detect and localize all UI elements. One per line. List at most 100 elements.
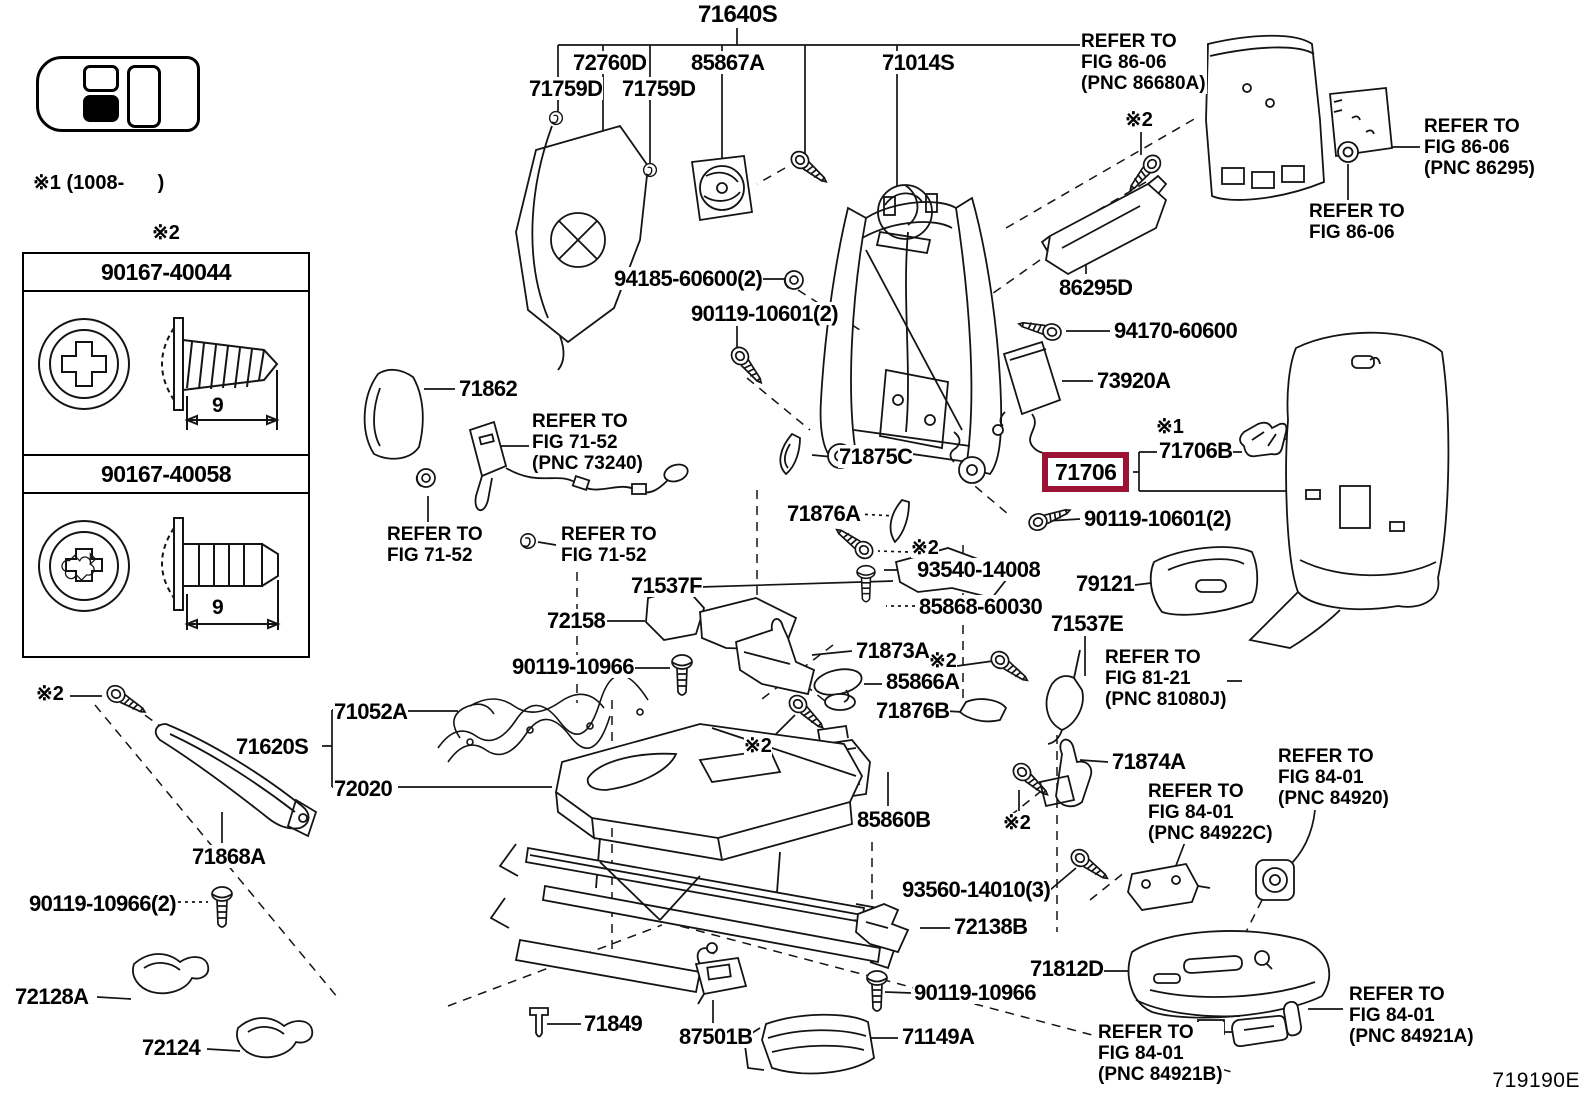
part-label-79121[interactable]: 79121: [1075, 571, 1136, 596]
rear-bench-outline: [127, 65, 161, 128]
spring-seat-drawing: [813, 668, 863, 711]
ref-label-fig86-06-pnc86295[interactable]: REFER TO FIG 86-06 (PNC 86295): [1423, 116, 1536, 179]
part-label-87501b[interactable]: 87501B: [678, 1024, 754, 1049]
part-label-71876b[interactable]: 71876B: [875, 698, 951, 723]
part-label-72138b[interactable]: 72138B: [953, 914, 1029, 939]
front-seat-outline: [83, 65, 119, 92]
part-label-93540-14008[interactable]: 93540-14008: [916, 557, 1042, 582]
part-label-90119-10966-2[interactable]: 90119-10966(2): [28, 891, 177, 916]
ref-label-fig86-06[interactable]: REFER TO FIG 86-06: [1308, 201, 1406, 243]
screw-part-number[interactable]: 90167-40058: [24, 454, 308, 494]
part-label-71706b[interactable]: 71706B: [1158, 438, 1234, 463]
part-label-71052a[interactable]: 71052A: [333, 699, 409, 724]
ref-label-fig84-01-pnc84921a[interactable]: REFER TO FIG 84-01 (PNC 84921A): [1348, 984, 1475, 1047]
front-pad-drawing: [743, 1013, 875, 1075]
symbol-note-2: ※2: [1125, 109, 1153, 131]
part-label-71862[interactable]: 71862: [458, 376, 519, 401]
symbol-note-2: ※2: [36, 683, 64, 705]
part-label-72020[interactable]: 72020: [333, 776, 394, 801]
part-label-71640s[interactable]: 71640S: [697, 1, 779, 28]
track-handle-drawing: [132, 953, 210, 995]
part-label-85868-60030[interactable]: 85868-60030: [918, 594, 1044, 619]
ref-label-fig86-06-pnc86680a[interactable]: REFER TO FIG 86-06 (PNC 86680A): [1080, 31, 1207, 94]
part-label-71812d[interactable]: 71812D: [1029, 956, 1105, 981]
part-label-71759d[interactable]: 71759D: [528, 76, 604, 101]
part-label-72760d[interactable]: 72760D: [572, 50, 648, 75]
part-label-72124[interactable]: 72124: [141, 1035, 202, 1060]
ref-label-fig84-01-pnc84920[interactable]: REFER TO FIG 84-01 (PNC 84920): [1277, 746, 1390, 809]
screw-length-dim: 9: [212, 394, 224, 417]
part-label-71014s[interactable]: 71014S: [881, 50, 956, 75]
ref-label-fig71-52-pnc73240[interactable]: REFER TO FIG 71-52 (PNC 73240): [531, 411, 644, 474]
part-label-71849[interactable]: 71849: [583, 1011, 644, 1036]
seat-belt-buckle-drawing: [468, 420, 689, 511]
highlighted-part-label-71706[interactable]: 71706: [1042, 452, 1130, 492]
ref-label-fig84-01-pnc84921b[interactable]: REFER TO FIG 84-01 (PNC 84921B): [1097, 1022, 1224, 1085]
part-label-71620s[interactable]: 71620S: [235, 734, 310, 759]
part-label-71874a[interactable]: 71874A: [1111, 749, 1187, 774]
seat-back-lower-panel-drawing: [1248, 331, 1450, 649]
ref-label-fig84-01-pnc84922c[interactable]: REFER TO FIG 84-01 (PNC 84922C): [1147, 781, 1274, 844]
symbol-note-2: ※2: [929, 650, 957, 672]
part-label-73920a[interactable]: 73920A: [1096, 368, 1172, 393]
part-label-86295d[interactable]: 86295D: [1058, 275, 1134, 300]
bracket-72138b-drawing: [855, 903, 910, 954]
strip-71876b-drawing: [958, 698, 1008, 723]
sensor-connector-drawing: [694, 942, 748, 1005]
symbol-note-2: ※2: [911, 537, 939, 559]
part-label-71873a[interactable]: 71873A: [855, 638, 931, 663]
headrest-support-plate-drawing: [515, 124, 649, 371]
speaker-drawing: [690, 155, 754, 222]
part-label-85860b[interactable]: 85860B: [856, 807, 932, 832]
part-label-85866a[interactable]: 85866A: [885, 669, 961, 694]
nut-drawing: [1337, 141, 1359, 163]
hinge-clip-drawing: [779, 432, 801, 476]
figure-code: 719190E: [1492, 1069, 1580, 1092]
part-label-71759d[interactable]: 71759D: [621, 76, 697, 101]
seat-back-board-drawing: [1205, 34, 1325, 201]
part-label-94185-60600[interactable]: 94185-60600(2): [613, 266, 764, 291]
seat-spring-mat-drawing: [437, 674, 649, 763]
cushion-pad-drawing: [363, 368, 424, 460]
bracket-71537e-drawing: [1045, 649, 1084, 745]
vehicle-seat-position-icon: [36, 56, 200, 132]
small-back-panel-drawing: [1329, 87, 1393, 158]
symbol-note-1: ※1: [1156, 416, 1184, 438]
part-label-72128a[interactable]: 72128A: [14, 984, 90, 1009]
bracket-71873a-drawing: [735, 618, 816, 696]
control-module-drawing: [992, 340, 1077, 469]
seat-back-frame-drawing: [819, 193, 1003, 484]
part-label-71149a[interactable]: 71149A: [901, 1024, 976, 1049]
part-label-71537f[interactable]: 71537F: [630, 573, 704, 598]
screw-table-title: ※2: [152, 222, 180, 244]
part-label-85867a[interactable]: 85867A: [690, 50, 766, 75]
part-label-71876a[interactable]: 71876A: [786, 501, 862, 526]
part-label-72158[interactable]: 72158: [546, 608, 607, 633]
part-label-90119-10966[interactable]: 90119-10966: [913, 980, 1037, 1005]
hook-71874a-drawing: [1038, 738, 1093, 808]
part-label-90119-10966[interactable]: 90119-10966: [511, 654, 635, 679]
part-label-71537e[interactable]: 71537E: [1050, 611, 1125, 636]
trim-strip-drawing: [154, 723, 318, 838]
part-label-90119-10601[interactable]: 90119-10601(2): [690, 301, 839, 326]
part-label-71868a[interactable]: 71868A: [191, 844, 267, 869]
ref-label-fig71-52[interactable]: REFER TO FIG 71-52: [386, 524, 484, 566]
part-label-90119-10601[interactable]: 90119-10601(2): [1083, 506, 1232, 531]
blower-fan-drawing: [875, 184, 933, 255]
tapping-screw-drawing: [38, 317, 280, 430]
screw-drawing-cell: 9: [24, 494, 308, 656]
switch-strip-drawing: [1231, 1014, 1289, 1048]
ref-label-fig81-21-pnc81080j[interactable]: REFER TO FIG 81-21 (PNC 81080J): [1104, 647, 1228, 710]
part-label-94170-60600[interactable]: 94170-60600: [1113, 318, 1239, 343]
screw-drawing-cell: 9: [24, 292, 308, 454]
sensor-bracket-drawing: [1239, 421, 1288, 458]
part-label-93560-14010[interactable]: 93560-14010(3): [901, 877, 1052, 902]
shield-bracket-drawing: [1040, 174, 1168, 276]
screw-size-table: 90167-40044 9 90167-40058: [22, 252, 310, 658]
screw-part-number[interactable]: 90167-40044: [24, 254, 308, 292]
symbol-note-2: ※2: [1003, 812, 1031, 834]
ref-label-fig71-52[interactable]: REFER TO FIG 71-52: [560, 524, 658, 566]
part-label-71875c[interactable]: 71875C: [838, 444, 914, 469]
reclining-cover-drawing: [1149, 546, 1259, 616]
applicability-note: ※1 (1008- ): [33, 172, 165, 194]
